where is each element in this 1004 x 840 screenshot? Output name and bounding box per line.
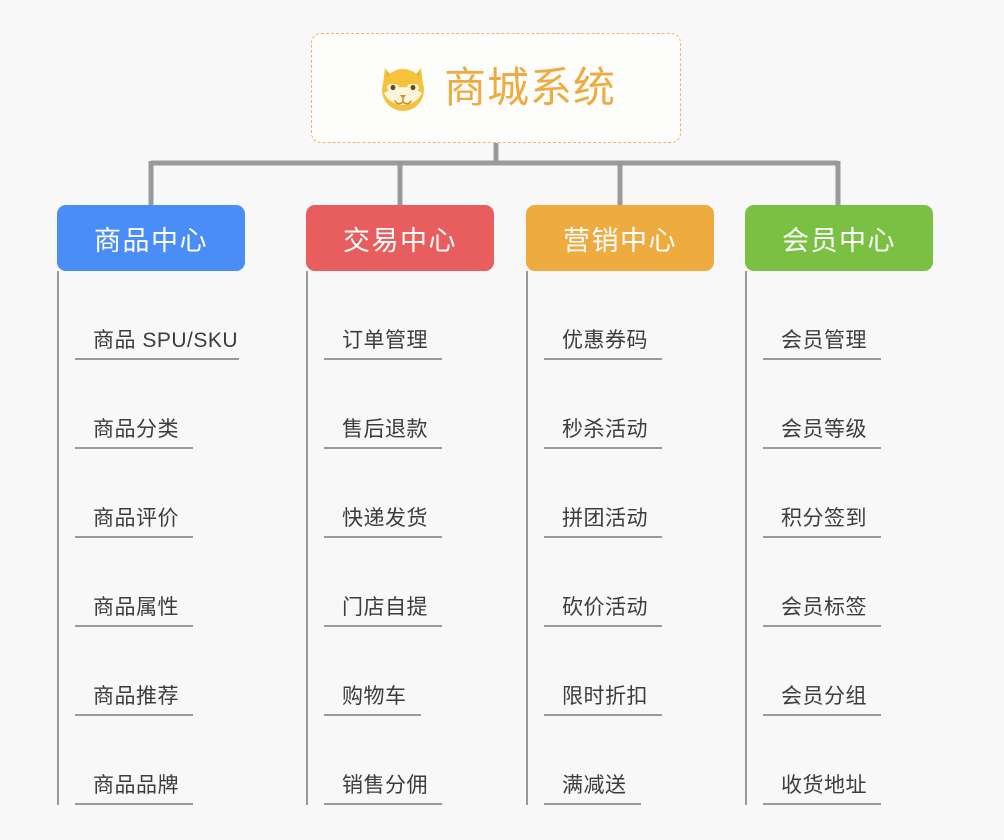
category-header-product-center[interactable]: 商品中心 — [57, 205, 245, 271]
leaf-label: 售后退款 — [342, 418, 428, 441]
leaf-underline — [324, 447, 442, 449]
leaf-item[interactable]: 砍价活动 — [544, 538, 714, 627]
leaf-underline — [544, 714, 662, 716]
leaf-item[interactable]: 会员等级 — [763, 360, 933, 449]
leaf-underline — [763, 803, 881, 805]
leaf-underline — [75, 358, 239, 360]
leaf-item[interactable]: 积分签到 — [763, 449, 933, 538]
leaf-underline — [324, 358, 442, 360]
branch-trade-center: 交易中心订单管理售后退款快递发货门店自提购物车销售分佣 — [306, 205, 494, 805]
leaf-list-marketing-center: 优惠券码秒杀活动拼团活动砍价活动限时折扣满减送 — [526, 271, 714, 805]
leaf-item[interactable]: 销售分佣 — [324, 716, 494, 805]
leaf-item[interactable]: 商品属性 — [75, 538, 245, 627]
leaf-label: 销售分佣 — [342, 774, 428, 797]
leaf-item[interactable]: 拼团活动 — [544, 449, 714, 538]
leaf-underline — [763, 358, 881, 360]
leaf-item[interactable]: 优惠券码 — [544, 271, 714, 360]
leaf-underline — [324, 714, 421, 716]
root-title: 商城系统 — [443, 64, 616, 111]
leaf-underline — [544, 447, 662, 449]
leaf-item[interactable]: 会员标签 — [763, 538, 933, 627]
leaf-label: 会员管理 — [781, 329, 867, 352]
leaf-label: 拼团活动 — [562, 507, 648, 530]
leaf-item[interactable]: 满减送 — [544, 716, 714, 805]
leaf-item[interactable]: 商品评价 — [75, 449, 245, 538]
leaf-label: 砍价活动 — [562, 596, 648, 619]
leaf-underline — [544, 803, 641, 805]
leaf-item[interactable]: 秒杀活动 — [544, 360, 714, 449]
leaf-label: 商品属性 — [93, 596, 179, 619]
leaf-label: 会员标签 — [781, 596, 867, 619]
leaf-underline — [763, 714, 881, 716]
branch-marketing-center: 营销中心优惠券码秒杀活动拼团活动砍价活动限时折扣满减送 — [526, 205, 714, 805]
branch-spine — [306, 271, 308, 805]
leaf-underline — [75, 714, 193, 716]
branch-spine — [745, 271, 747, 805]
leaf-underline — [324, 625, 442, 627]
leaf-label: 商品 SPU/SKU — [93, 329, 239, 352]
leaf-label: 限时折扣 — [562, 685, 648, 708]
leaf-label: 购物车 — [342, 685, 407, 708]
leaf-underline — [324, 803, 442, 805]
leaf-item[interactable]: 购物车 — [324, 627, 494, 716]
leaf-list-product-center: 商品 SPU/SKU 商品分类商品评价商品属性商品推荐商品品牌 — [57, 271, 245, 805]
leaf-item[interactable]: 会员分组 — [763, 627, 933, 716]
leaf-item[interactable]: 商品品牌 — [75, 716, 245, 805]
leaf-label: 订单管理 — [342, 329, 428, 352]
leaf-list-trade-center: 订单管理售后退款快递发货门店自提购物车销售分佣 — [306, 271, 494, 805]
leaf-item[interactable]: 收货地址 — [763, 716, 933, 805]
leaf-label: 积分签到 — [781, 507, 867, 530]
root-node[interactable]: 商城系统 — [311, 33, 681, 143]
branch-product-center: 商品中心商品 SPU/SKU 商品分类商品评价商品属性商品推荐商品品牌 — [57, 205, 245, 805]
leaf-label: 会员分组 — [781, 685, 867, 708]
leaf-label: 优惠券码 — [562, 329, 648, 352]
leaf-underline — [75, 625, 193, 627]
leaf-underline — [544, 536, 662, 538]
leaf-item[interactable]: 商品分类 — [75, 360, 245, 449]
leaf-underline — [544, 625, 662, 627]
leaf-label: 商品评价 — [93, 507, 179, 530]
leaf-list-member-center: 会员管理会员等级积分签到会员标签会员分组收货地址 — [745, 271, 933, 805]
leaf-item[interactable]: 门店自提 — [324, 538, 494, 627]
leaf-underline — [324, 536, 442, 538]
leaf-item[interactable]: 商品推荐 — [75, 627, 245, 716]
leaf-label: 会员等级 — [781, 418, 867, 441]
leaf-underline — [75, 536, 193, 538]
branch-member-center: 会员中心会员管理会员等级积分签到会员标签会员分组收货地址 — [745, 205, 933, 805]
leaf-label: 商品品牌 — [93, 774, 179, 797]
leaf-item[interactable]: 快递发货 — [324, 449, 494, 538]
category-header-member-center[interactable]: 会员中心 — [745, 205, 933, 271]
leaf-underline — [544, 358, 662, 360]
leaf-label: 商品推荐 — [93, 685, 179, 708]
leaf-label: 商品分类 — [93, 418, 179, 441]
leaf-underline — [75, 803, 193, 805]
leaf-label: 满减送 — [562, 774, 627, 797]
leaf-underline — [75, 447, 193, 449]
leaf-label: 秒杀活动 — [562, 418, 648, 441]
branch-spine — [57, 271, 59, 805]
leaf-item[interactable]: 商品 SPU/SKU — [75, 271, 245, 360]
branch-spine — [526, 271, 528, 805]
leaf-underline — [763, 625, 881, 627]
leaf-item[interactable]: 订单管理 — [324, 271, 494, 360]
dog-face-icon — [376, 62, 430, 114]
leaf-item[interactable]: 会员管理 — [763, 271, 933, 360]
leaf-item[interactable]: 限时折扣 — [544, 627, 714, 716]
leaf-label: 收货地址 — [781, 774, 867, 797]
leaf-label: 门店自提 — [342, 596, 428, 619]
category-header-trade-center[interactable]: 交易中心 — [306, 205, 494, 271]
leaf-underline — [763, 536, 881, 538]
leaf-item[interactable]: 售后退款 — [324, 360, 494, 449]
leaf-underline — [763, 447, 881, 449]
leaf-label: 快递发货 — [342, 507, 428, 530]
category-header-marketing-center[interactable]: 营销中心 — [526, 205, 714, 271]
